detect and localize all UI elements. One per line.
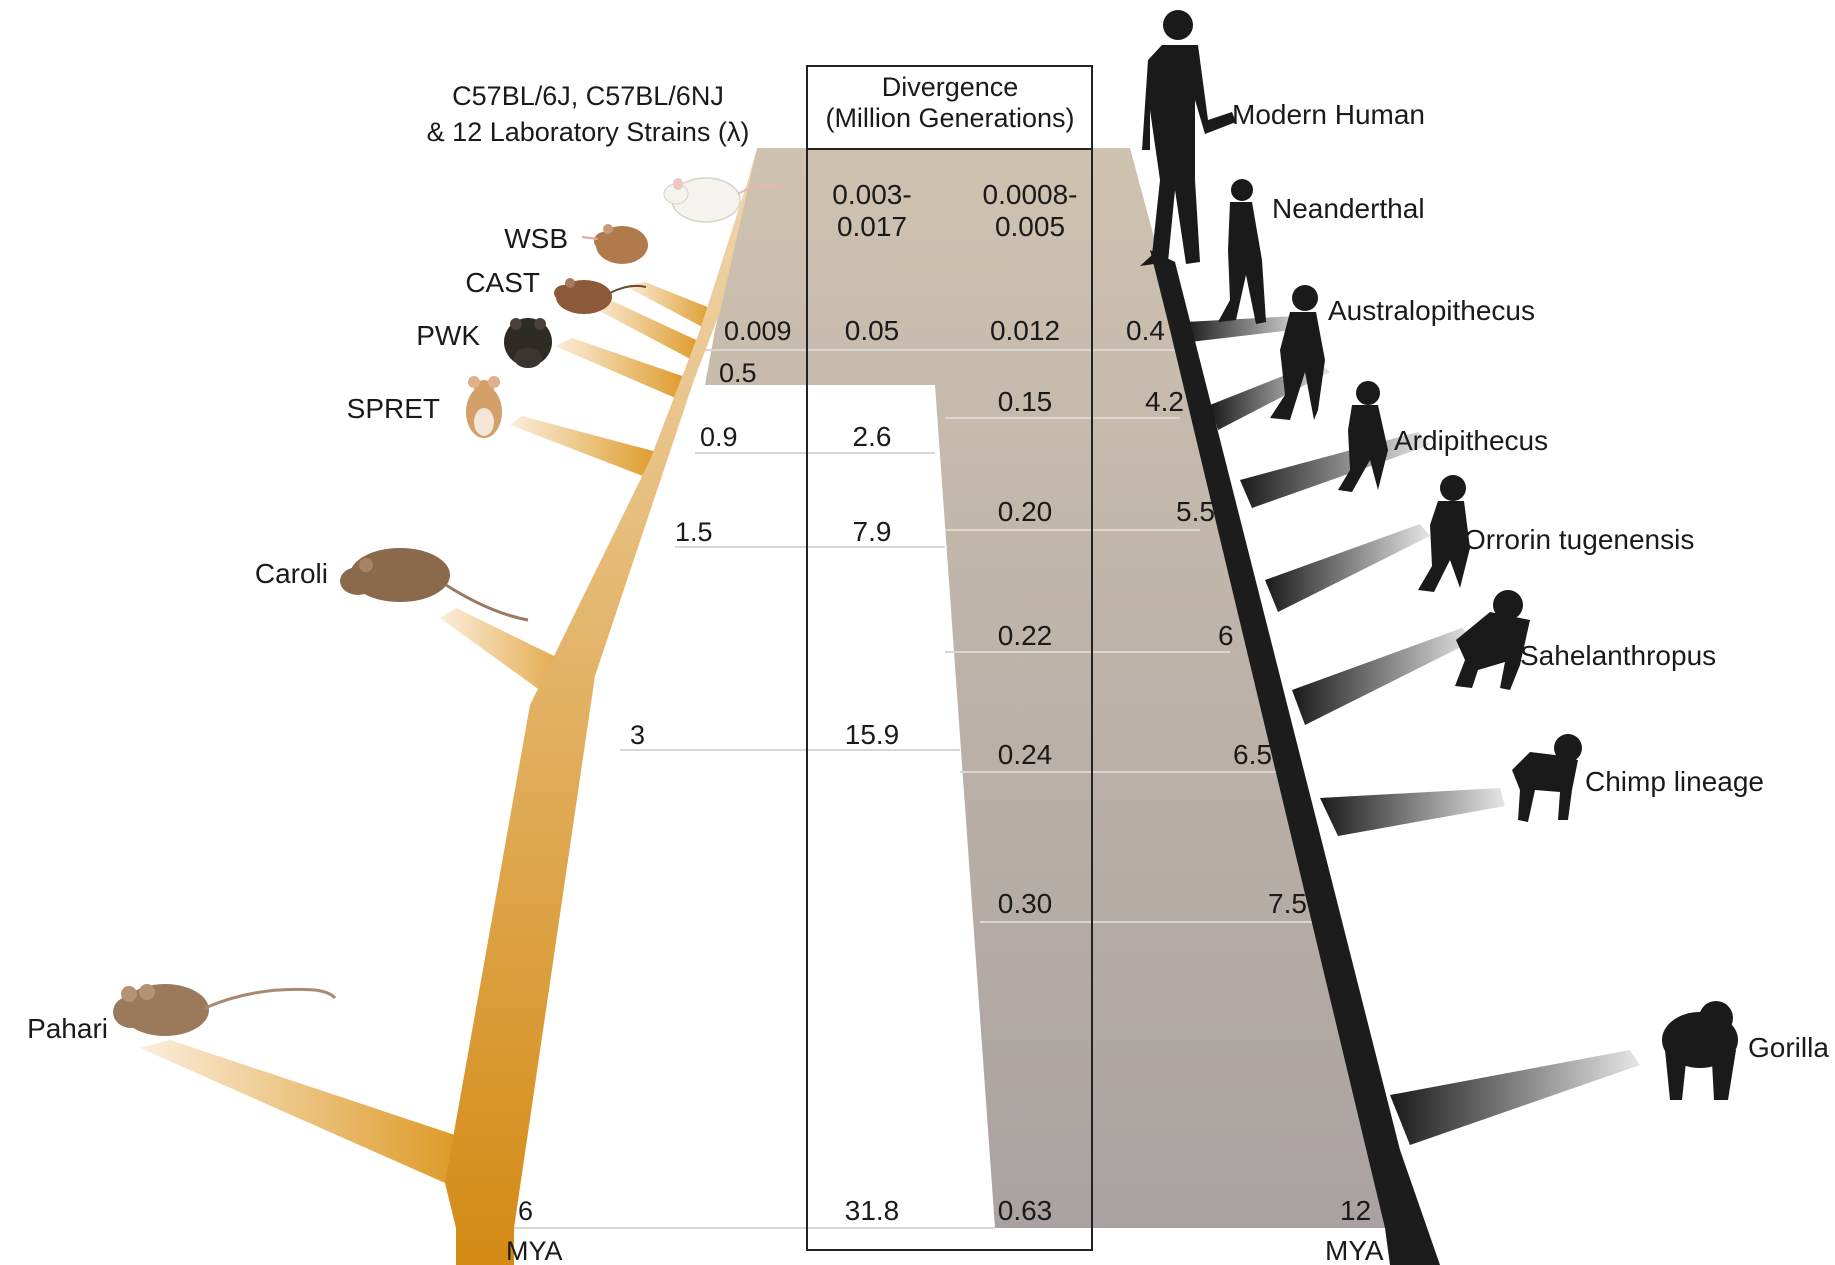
human-gen-5: 0.30	[998, 888, 1053, 919]
ape-silhouette-icon	[1455, 590, 1530, 690]
chimp-silhouette-icon	[1512, 734, 1582, 822]
guide-lines	[500, 349, 1330, 1229]
mouse-gen-0: 0.05	[845, 315, 900, 346]
human-silhouette-icon	[1140, 10, 1236, 266]
mouse-icon	[663, 177, 785, 223]
species-label-sahelanthropus: Sahelanthropus	[1520, 640, 1716, 671]
mouse-mya-5: 6	[518, 1196, 533, 1226]
human-mya-labels: 0.4 4.2 5.5 6 6.5 7.5 12 MYA	[1126, 315, 1384, 1265]
human-trunk	[1150, 250, 1440, 1265]
mouse-fan-pwk	[555, 338, 694, 400]
hominin-silhouette-icon	[1270, 285, 1325, 420]
mouse-species-labels: WSB CAST PWK SPRET Caroli Pahari	[27, 223, 568, 1044]
species-label-pwk: PWK	[416, 320, 480, 351]
mouse-gen-top-1: 0.003-	[832, 179, 911, 210]
human-mya-1: 4.2	[1145, 386, 1184, 417]
mouse-title-line2: & 12 Laboratory Strains (λ)	[427, 117, 750, 147]
species-label-wsb: WSB	[504, 223, 568, 254]
mouse-gen-top-2: 0.017	[837, 211, 907, 242]
mouse-icon	[554, 278, 647, 314]
header-labels: C57BL/6J, C57BL/6NJ & 12 Laboratory Stra…	[427, 72, 1075, 147]
human-generation-band	[705, 148, 1390, 1228]
mouse-tree	[140, 148, 757, 1265]
mouse-gen-1: 2.6	[853, 421, 892, 452]
mouse-title-line1: C57BL/6J, C57BL/6NJ	[452, 81, 724, 111]
divergence-title-line1: Divergence	[882, 72, 1019, 102]
human-fan-gorilla	[1390, 1050, 1640, 1145]
mouse-icon	[581, 224, 648, 264]
human-gen-top-2: 0.005	[995, 211, 1065, 242]
mouse-icon	[340, 548, 529, 622]
mouse-generation-labels: 0.003- 0.017 0.05 2.6 7.9 15.9 31.8	[832, 179, 911, 1226]
hominin-silhouette-icon	[1338, 381, 1388, 492]
species-label-ardipithecus: Ardipithecus	[1394, 425, 1548, 456]
mouse-fan-wsb	[625, 282, 720, 330]
human-gen-3: 0.22	[998, 620, 1053, 651]
species-label-cast: CAST	[465, 267, 540, 298]
mouse-gen-4: 31.8	[845, 1195, 900, 1226]
divergence-title-line2: (Million Generations)	[825, 103, 1074, 133]
mouse-mya-labels: 0.009 0.5 0.9 1.5 3 6 MYA	[506, 316, 792, 1265]
mouse-mya-4: 3	[630, 720, 645, 750]
species-label-modern-human: Modern Human	[1232, 99, 1425, 130]
human-gen-1: 0.15	[998, 386, 1053, 417]
mouse-icon	[504, 318, 552, 368]
human-generation-labels: 0.0008- 0.005 0.012 0.15 0.20 0.22 0.24 …	[983, 179, 1078, 1226]
human-mya-6: 12	[1340, 1195, 1371, 1226]
human-species-labels: Modern Human Neanderthal Australopithecu…	[1232, 99, 1829, 1063]
mouse-gen-2: 7.9	[853, 516, 892, 547]
human-mya-5: 7.5	[1268, 888, 1307, 919]
mouse-fan-spret	[510, 416, 668, 478]
divergence-header-box	[806, 65, 1093, 150]
hominin-silhouette-icon	[1218, 179, 1266, 324]
human-fan-chimp	[1320, 788, 1505, 836]
mouse-fan-cast	[590, 300, 707, 362]
human-gen-2: 0.20	[998, 496, 1053, 527]
human-gen-0: 0.012	[990, 315, 1060, 346]
gorilla-silhouette-icon	[1662, 1001, 1738, 1100]
species-label-pahari: Pahari	[27, 1013, 108, 1044]
species-label-chimp: Chimp lineage	[1585, 766, 1764, 797]
human-fan-australopithecus	[1185, 316, 1310, 342]
human-fan-orrorin2	[1292, 628, 1475, 725]
species-label-orrorin: Orrorin tugenensis	[1464, 524, 1694, 555]
mouse-mya-1: 0.5	[719, 358, 757, 388]
human-gen-top-1: 0.0008-	[983, 179, 1078, 210]
human-mya-4: 6.5	[1233, 739, 1272, 770]
species-label-australopithecus: Australopithecus	[1328, 295, 1535, 326]
mouse-mya-3: 1.5	[675, 517, 713, 547]
species-label-gorilla: Gorilla	[1748, 1032, 1829, 1063]
mouse-icon	[113, 984, 337, 1036]
human-fan-sahelanthropus	[1265, 524, 1430, 612]
mouse-mya-0: 0.009	[724, 316, 792, 346]
human-mya-2: 5.5	[1176, 496, 1215, 527]
mouse-fan-pahari	[140, 1040, 470, 1183]
mouse-trunk	[445, 148, 757, 1265]
hominin-silhouette-icon	[1418, 475, 1470, 592]
human-gen-4: 0.24	[998, 739, 1053, 770]
species-label-neanderthal: Neanderthal	[1272, 193, 1425, 224]
human-gen-6: 0.63	[998, 1195, 1053, 1226]
mouse-gen-3: 15.9	[845, 719, 900, 750]
species-label-spret: SPRET	[347, 393, 440, 424]
human-mya-unit: MYA	[1325, 1235, 1384, 1265]
species-label-caroli: Caroli	[255, 558, 328, 589]
mouse-mya-unit: MYA	[506, 1236, 563, 1265]
human-mya-0: 0.4	[1126, 315, 1165, 346]
mouse-mya-2: 0.9	[700, 422, 738, 452]
mouse-icon	[466, 376, 502, 438]
human-mya-3: 6	[1218, 620, 1234, 651]
